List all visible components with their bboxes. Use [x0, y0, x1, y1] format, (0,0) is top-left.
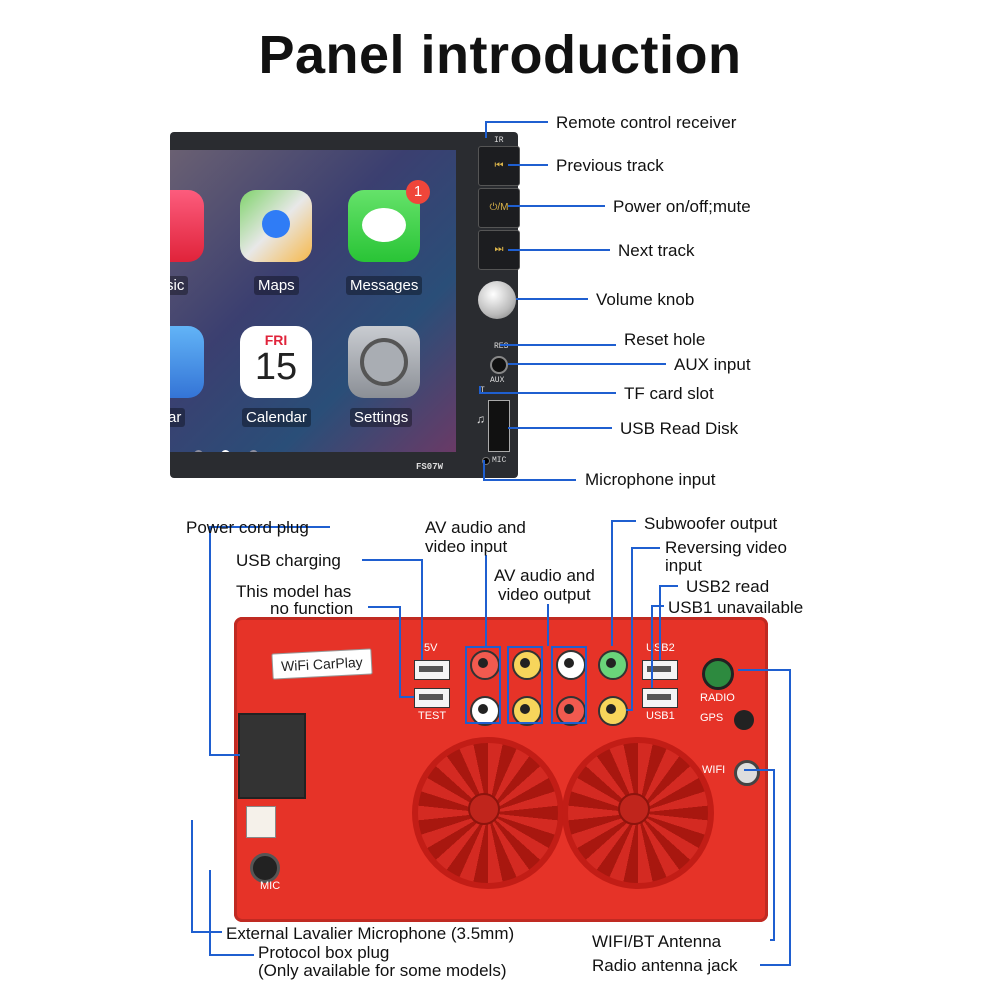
wifi-antenna-jack[interactable] [734, 760, 760, 786]
label-lavalier: External Lavalier Microphone (3.5mm) [226, 924, 515, 943]
usb-port-front[interactable] [488, 400, 510, 452]
label-protocol-1: Protocol box plug [258, 943, 390, 962]
power-cord-connector[interactable] [238, 713, 306, 799]
label-previous-track: Previous track [556, 156, 664, 175]
calendar-date: 15 [254, 346, 298, 388]
app-label-music: sic [170, 276, 189, 295]
marking-mic: MIC [260, 880, 281, 892]
usb1-port[interactable] [642, 688, 678, 708]
page-dots [194, 446, 258, 452]
label-no-function-1: This model has [236, 582, 352, 601]
usb-charging-port[interactable] [414, 660, 450, 680]
maps-icon[interactable] [240, 190, 312, 262]
label-microphone-input: Microphone input [585, 470, 716, 489]
app-label-messages: Messages [346, 276, 423, 295]
marking-usb1: USB1 [646, 710, 675, 722]
label-aux-input: AUX input [674, 355, 751, 374]
label-usb2-read: USB2 read [686, 577, 770, 596]
usb-test-port[interactable] [414, 688, 450, 708]
mic-hole [482, 457, 490, 465]
podcast-icon[interactable] [170, 326, 204, 398]
model-label: FS07W [416, 462, 444, 472]
mic-marking: MIC [492, 456, 507, 465]
label-usb-charging: USB charging [236, 551, 341, 570]
marking-gps: GPS [700, 712, 724, 724]
power-label: ⏻/M [489, 202, 509, 213]
label-next-track: Next track [618, 241, 695, 260]
label-power-mute: Power on/off;mute [613, 197, 751, 216]
rca-reversing-yellow[interactable] [598, 696, 628, 726]
label-no-function-2: no function [270, 599, 354, 618]
label-usb1-unavailable: USB1 unavailable [668, 598, 804, 617]
label-tf-card: TF card slot [624, 384, 714, 403]
label-subwoofer: Subwoofer output [644, 514, 778, 533]
radio-antenna-jack[interactable] [702, 658, 734, 690]
protocol-box-connector[interactable] [246, 806, 276, 838]
label-wifi-bt: WIFI/BT Antenna [592, 932, 722, 951]
app-label-podcast: ar [170, 408, 186, 427]
power-mute-button[interactable]: ⏻/M [478, 188, 520, 228]
left-fan [412, 737, 564, 889]
marking-radio: RADIO [700, 692, 735, 704]
ir-marking: IR [494, 136, 504, 145]
label-reset-hole: Reset hole [624, 330, 706, 349]
label-reversing-1: Reversing video [665, 538, 787, 557]
rca-in-red[interactable] [470, 650, 500, 680]
volume-knob[interactable] [478, 281, 516, 319]
label-radio-antenna: Radio antenna jack [592, 956, 738, 975]
marking-wifi: WIFI [702, 764, 726, 776]
marking-test: TEST [418, 710, 447, 722]
lavalier-mic-jack[interactable] [250, 853, 280, 883]
gps-jack[interactable] [734, 710, 754, 730]
calendar-icon[interactable]: FRI 15 [240, 326, 312, 398]
calendar-day: FRI [264, 332, 288, 348]
res-marking: RES [494, 342, 509, 351]
aux-jack[interactable] [490, 356, 508, 374]
label-protocol-2: (Only available for some models) [258, 961, 507, 980]
front-panel: sic Maps 1 Messages ar FRI 15 Calendar S… [170, 132, 520, 478]
label-usb-read: USB Read Disk [620, 419, 739, 438]
label-av-out-2: video output [498, 585, 591, 604]
previous-icon: ⏮ [494, 160, 504, 171]
app-label-calendar: Calendar [242, 408, 311, 427]
label-av-in-1: AV audio and [425, 518, 526, 537]
rca-video-yellow[interactable] [512, 650, 542, 680]
app-label-settings: Settings [350, 408, 413, 427]
music-note-icon: ♫ [476, 412, 485, 426]
label-av-out-1: AV audio and [494, 566, 595, 585]
next-icon: ⏭ [494, 244, 504, 255]
carplay-screen: sic Maps 1 Messages ar FRI 15 Calendar S… [170, 150, 456, 452]
label-av-in-2: video input [425, 537, 508, 556]
messages-icon[interactable] [348, 190, 420, 262]
label-power-cord: Power cord plug [186, 518, 309, 537]
rca-subwoofer-green[interactable] [598, 650, 628, 680]
right-fan [562, 737, 714, 889]
notification-badge: 1 [406, 180, 430, 204]
label-remote-receiver: Remote control receiver [556, 113, 737, 132]
label-reversing-2: input [665, 556, 702, 575]
tf-marking: T [480, 386, 485, 395]
music-icon[interactable] [170, 190, 204, 262]
settings-icon[interactable] [348, 326, 420, 398]
aux-marking: AUX [490, 376, 505, 385]
app-label-maps: Maps [254, 276, 299, 295]
page-title: Panel introduction [258, 25, 742, 85]
label-volume-knob: Volume knob [596, 290, 695, 309]
marking-5v: 5V [424, 642, 438, 654]
